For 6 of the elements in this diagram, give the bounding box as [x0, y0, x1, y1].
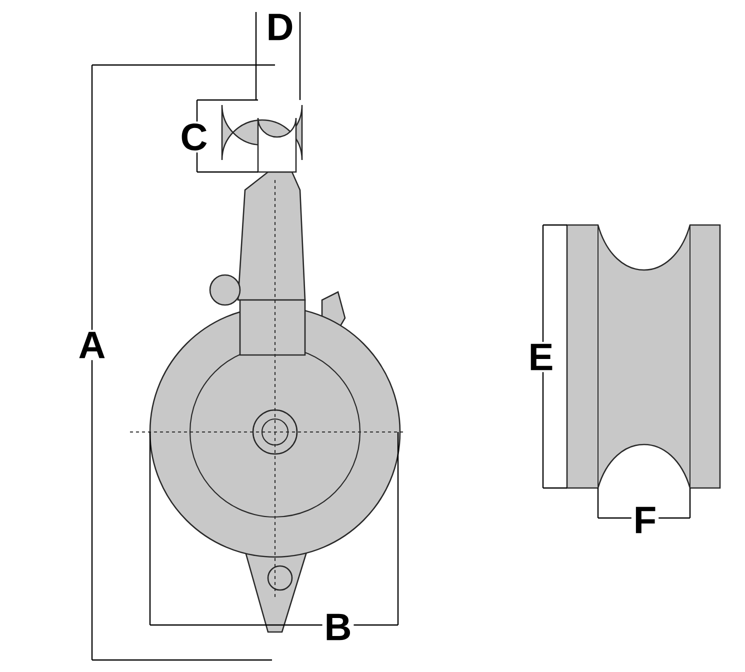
dimension-label: E [526, 342, 556, 372]
dimension-label: F [631, 504, 659, 536]
dimension-label: D [264, 12, 296, 42]
dimension-label: B [322, 612, 354, 642]
dimension-label: C [178, 122, 210, 152]
dimension-label: A [76, 330, 108, 360]
